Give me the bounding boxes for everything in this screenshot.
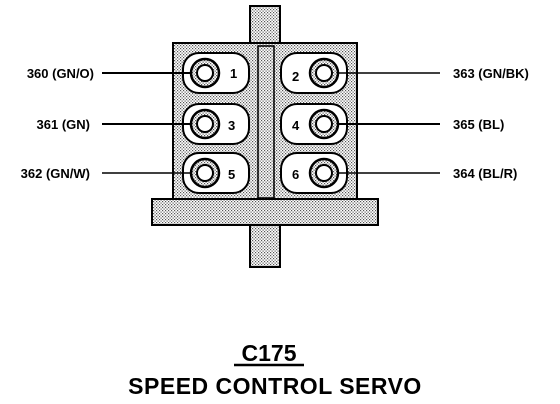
wire-label-pin-2: 363 (GN/BK) [453,66,529,81]
pin-number: 4 [292,118,300,133]
connector-id: C175 [242,340,297,366]
wire-label-pin-3: 361 (GN) [37,117,90,132]
pin-number: 6 [292,167,299,182]
pin-cavity-1: 1 [182,52,250,94]
connector-center-divider [257,45,275,199]
pin-number: 2 [292,69,299,84]
pin-cavity-2: 2 [280,52,348,94]
pin-number: 5 [228,167,235,182]
wire-label-pin-4: 365 (BL) [453,117,504,132]
pin-cavity-6: 6 [280,152,348,194]
pin-number: 3 [228,118,235,133]
connector-base-flange [151,198,379,226]
connector-bottom-tab [249,221,281,268]
connector-name: SPEED CONTROL SERVO [128,373,422,399]
pin-number: 1 [230,66,237,81]
pin-cavity-4: 4 [280,103,348,145]
wire-label-pin-6: 364 (BL/R) [453,166,517,181]
pin-cavity-5: 5 [182,152,250,194]
wire-label-pin-5: 362 (GN/W) [21,166,90,181]
connector-top-tab [249,5,281,45]
pin-cavity-3: 3 [182,103,250,145]
wire-label-pin-1: 360 (GN/O) [27,66,94,81]
